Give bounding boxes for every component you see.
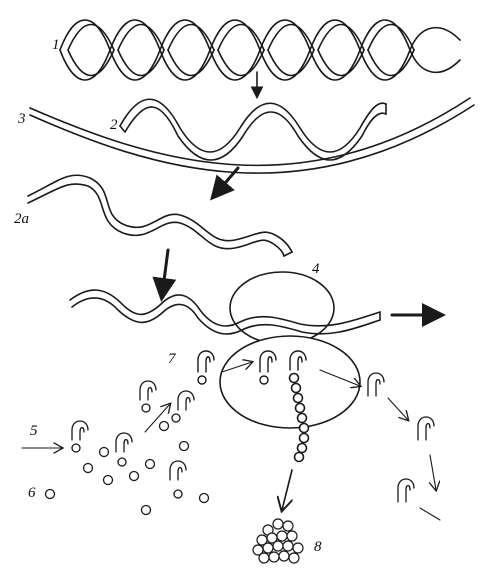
label-7: 7 [168,352,176,367]
folding-arrow [282,470,292,510]
label-4: 4 [312,262,320,277]
mrna-in-nucleus [120,99,386,160]
ribosome-large-subunit [220,336,360,428]
label-5: 5 [30,424,38,439]
label-2: 2 [110,118,118,133]
free-amino-acids [46,422,209,515]
released-trnas [368,373,434,502]
mrna-in-cytoplasm [28,175,292,256]
label-3: 3 [18,112,26,127]
label-2a: 2a [14,212,29,227]
folded-protein [253,519,303,563]
label-8: 8 [314,540,322,555]
dna-double-helix [60,20,460,80]
label-6: 6 [28,486,36,501]
translation-arrow [162,250,168,296]
nuclear-envelope [30,98,474,173]
label-1: 1 [52,38,60,53]
